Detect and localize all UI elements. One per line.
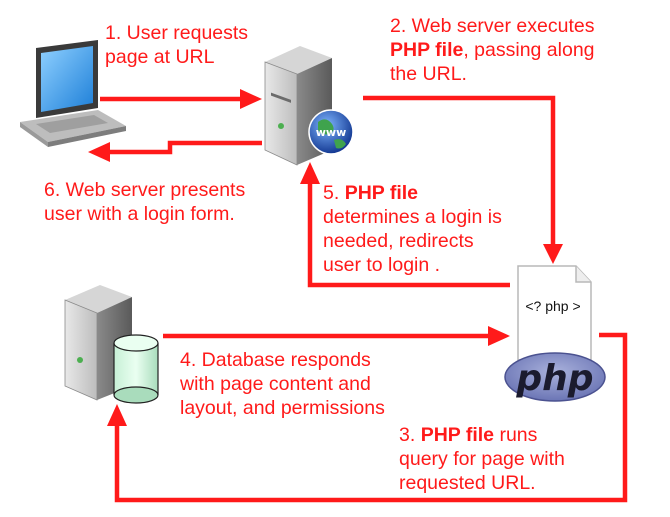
step4-text: 4. Database responds with page content a…	[180, 348, 385, 420]
step5-bold: PHP file	[344, 182, 419, 204]
step2-bold: PHP file	[390, 39, 464, 61]
globe-icon: www	[308, 109, 354, 155]
arrow-step5	[300, 162, 510, 288]
step1-line2: page at URL	[105, 46, 215, 68]
step5-line3: needed, redirects	[323, 230, 474, 252]
step2-line3: the URL.	[390, 63, 467, 85]
php-file-icon: <? php > php	[504, 265, 606, 402]
step2-rest: , passing along	[463, 39, 595, 61]
step6-line2: user with a login form.	[44, 203, 235, 225]
step2-line1: 2. Web server executes	[390, 15, 595, 37]
step5-line4: user to login .	[323, 254, 441, 276]
step3-line2: query for page with	[399, 448, 565, 470]
laptop-icon	[20, 40, 126, 147]
php-logo-icon: php	[504, 352, 606, 402]
step3-prefix: 3.	[399, 424, 421, 446]
step3-bold: PHP file	[420, 424, 495, 446]
arrow-step1	[100, 89, 262, 109]
step3-rest: runs	[494, 424, 538, 446]
step6-text: 6. Web server presents user with a login…	[44, 178, 245, 226]
arrow-step2	[363, 95, 563, 264]
step1-line1: 1. User requests	[105, 22, 249, 44]
php-logo-label: php	[515, 358, 593, 399]
php-code-label: <? php >	[525, 298, 580, 314]
step4-line1: 4. Database responds	[180, 349, 371, 371]
step3-line3: requested URL.	[399, 472, 536, 494]
database-cylinder-icon	[113, 334, 159, 404]
www-label: www	[316, 126, 347, 139]
step2-line2: PHP file, passing along	[390, 38, 595, 62]
arrow-step6	[88, 140, 262, 162]
step2-text: 2. Web server executes PHP file, passing…	[390, 14, 595, 86]
step4-line3: layout, and permissions	[180, 397, 385, 419]
arrow-step4	[163, 326, 510, 346]
step5-line1: 5. PHP file	[323, 181, 502, 205]
step3-line1: 3. PHP file runs	[399, 423, 565, 447]
step3-text: 3. PHP file runs query for page with req…	[399, 423, 565, 495]
step5-prefix: 5.	[323, 182, 345, 204]
step4-line2: with page content and	[180, 373, 371, 395]
step5-text: 5. PHP file determines a login is needed…	[323, 181, 502, 277]
database-server-icon	[64, 285, 159, 404]
step5-line2: determines a login is	[323, 206, 502, 228]
web-server-icon: www	[264, 46, 354, 166]
arrow-step3	[107, 332, 628, 503]
step6-line1: 6. Web server presents	[44, 179, 246, 201]
step1-text: 1. User requests page at URL	[105, 21, 248, 69]
